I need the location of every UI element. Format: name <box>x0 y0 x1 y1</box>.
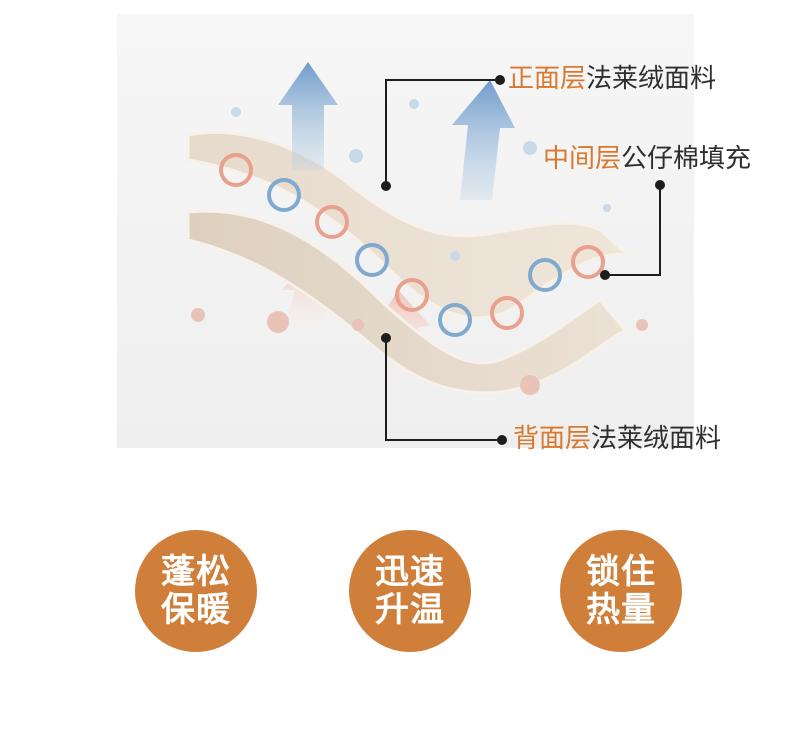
back-layer <box>186 209 628 395</box>
feature-line-1: 迅速 <box>375 552 445 592</box>
back-layer-title: 背面层 <box>513 424 592 454</box>
callout-line-middle <box>605 185 661 276</box>
feature-line-1: 锁住 <box>586 552 656 592</box>
feature-badges: 蓬松 保暖 迅速 升温 锁住 热量 <box>0 530 800 660</box>
feature-line-2: 热量 <box>586 590 656 630</box>
cool-arrow-right <box>452 80 515 200</box>
front-layer-title: 正面层 <box>508 64 587 94</box>
middle-layer-title: 中间层 <box>543 144 622 174</box>
callout-line-front <box>385 79 500 186</box>
feature-badge-fast-heating: 迅速 升温 <box>349 530 471 652</box>
middle-layer-label: 中间层公仔棉填充 <box>543 144 751 174</box>
callout-dots <box>381 75 665 445</box>
filling-fibers <box>219 153 605 337</box>
fabric-layer-illustration: 正面层法莱绒面料 中间层公仔棉填充 背面层法莱绒面料 <box>117 14 751 454</box>
feature-badge-fluffy-warm: 蓬松 保暖 <box>135 530 257 652</box>
feature-line-2: 升温 <box>375 590 445 630</box>
feature-line-2: 保暖 <box>161 590 231 630</box>
feature-line-1: 蓬松 <box>161 552 231 592</box>
front-layer <box>186 131 633 320</box>
cool-arrow-left <box>278 62 338 170</box>
back-layer-label: 背面层法莱绒面料 <box>513 424 721 454</box>
back-layer-material: 法莱绒面料 <box>591 424 722 454</box>
layers-diagram <box>117 14 694 448</box>
callout-line-back <box>385 338 502 441</box>
front-layer-label: 正面层法莱绒面料 <box>508 64 716 94</box>
callout-lines <box>385 79 661 441</box>
feature-badge-lock-heat: 锁住 热量 <box>560 530 682 652</box>
decorative-bubbles <box>191 99 648 395</box>
front-layer-material: 法莱绒面料 <box>586 64 717 94</box>
middle-layer-material: 公仔棉填充 <box>621 144 752 174</box>
